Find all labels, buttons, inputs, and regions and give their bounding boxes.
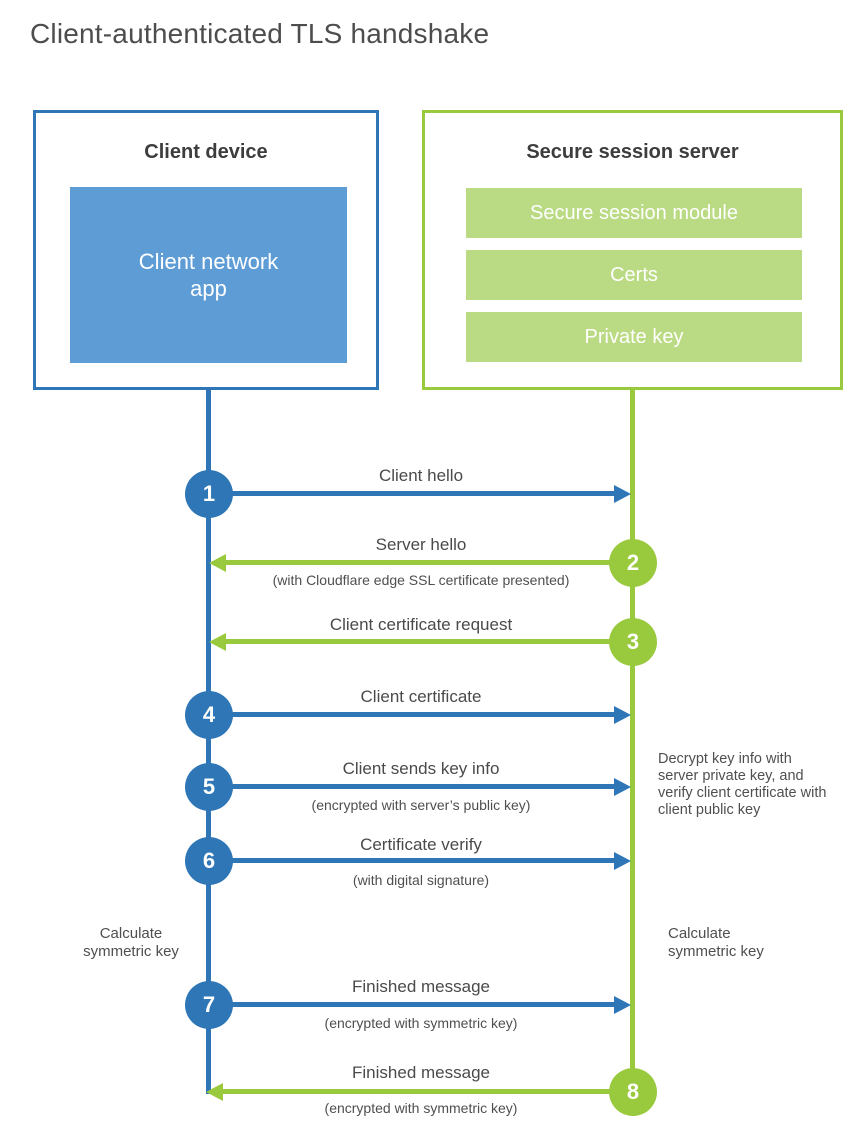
client-device-box: Client device Client network app (33, 110, 379, 390)
arrow-7-head-right-icon (614, 996, 631, 1014)
step-3-number: 3 (626, 629, 640, 654)
step-2-number: 2 (626, 550, 640, 575)
step-7-circle: 7 (185, 981, 233, 1029)
step-4-circle: 4 (185, 691, 233, 739)
arrow-6-head-right-icon (614, 852, 631, 870)
step-2-circle: 2 (609, 539, 657, 587)
arrow-3-head-left-icon (209, 633, 226, 651)
message-6-label: Certificate verify (360, 835, 482, 854)
arrow-4-head-right-icon (614, 706, 631, 724)
message-2-subtitle: (with Cloudflare edge SSL certificate pr… (272, 572, 570, 588)
message-5-label: Client sends key info (342, 759, 500, 778)
message-6-subtitle: (with digital signature) (352, 872, 490, 888)
arrow-2-line (226, 560, 611, 565)
calculate-symmetric-key-client-note: Calculate symmetric key (83, 925, 179, 960)
message-7-label: Finished message (352, 977, 490, 996)
server-module-private-key: Private key (466, 312, 802, 362)
step-6-circle: 6 (185, 837, 233, 885)
arrow-6-line (231, 858, 615, 863)
step-5-circle: 5 (185, 763, 233, 811)
arrow-8-head-left-icon (206, 1083, 223, 1101)
arrow-1-line (231, 491, 615, 496)
step-8-circle: 8 (609, 1068, 657, 1116)
step-1-number: 1 (202, 481, 216, 506)
arrow-1-head-right-icon (614, 485, 631, 503)
arrow-4-line (231, 712, 615, 717)
server-module-secure-session: Secure session module (466, 188, 802, 238)
message-8-label: Finished message (352, 1063, 490, 1082)
message-4-label: Client certificate (360, 687, 482, 706)
arrow-7-line (231, 1002, 615, 1007)
message-7-subtitle: (encrypted with symmetric key) (324, 1015, 518, 1031)
client-lifeline (206, 390, 211, 1094)
message-2-label: Server hello (375, 535, 467, 554)
arrow-8-line (223, 1089, 611, 1094)
page-title: Client-authenticated TLS handshake (30, 18, 490, 49)
step-6-number: 6 (202, 848, 216, 873)
message-1-label: Client hello (378, 466, 464, 485)
message-3-label: Client certificate request (329, 615, 513, 634)
server-decrypt-note: Decrypt key info with server private key… (658, 751, 827, 818)
step-1-circle: 1 (185, 470, 233, 518)
message-8-subtitle: (encrypted with symmetric key) (324, 1100, 518, 1116)
arrow-2-head-left-icon (209, 554, 226, 572)
client-network-app-box: Client network app (70, 187, 347, 363)
step-7-number: 7 (202, 992, 216, 1017)
message-5-subtitle: (encrypted with server’s public key) (311, 797, 531, 813)
step-4-number: 4 (202, 702, 216, 727)
step-5-number: 5 (202, 774, 216, 799)
secure-session-server-title: Secure session server (526, 141, 739, 163)
step-3-circle: 3 (609, 618, 657, 666)
secure-session-server-box: Secure session server Secure session mod… (422, 110, 843, 390)
server-lifeline (630, 390, 635, 1093)
arrow-3-line (226, 639, 611, 644)
client-device-title: Client device (144, 141, 268, 163)
arrow-5-head-right-icon (614, 778, 631, 796)
arrow-5-line (231, 784, 615, 789)
step-8-number: 8 (626, 1079, 640, 1104)
server-module-certs: Certs (466, 250, 802, 300)
calculate-symmetric-key-server-note: Calculate symmetric key (668, 925, 764, 960)
